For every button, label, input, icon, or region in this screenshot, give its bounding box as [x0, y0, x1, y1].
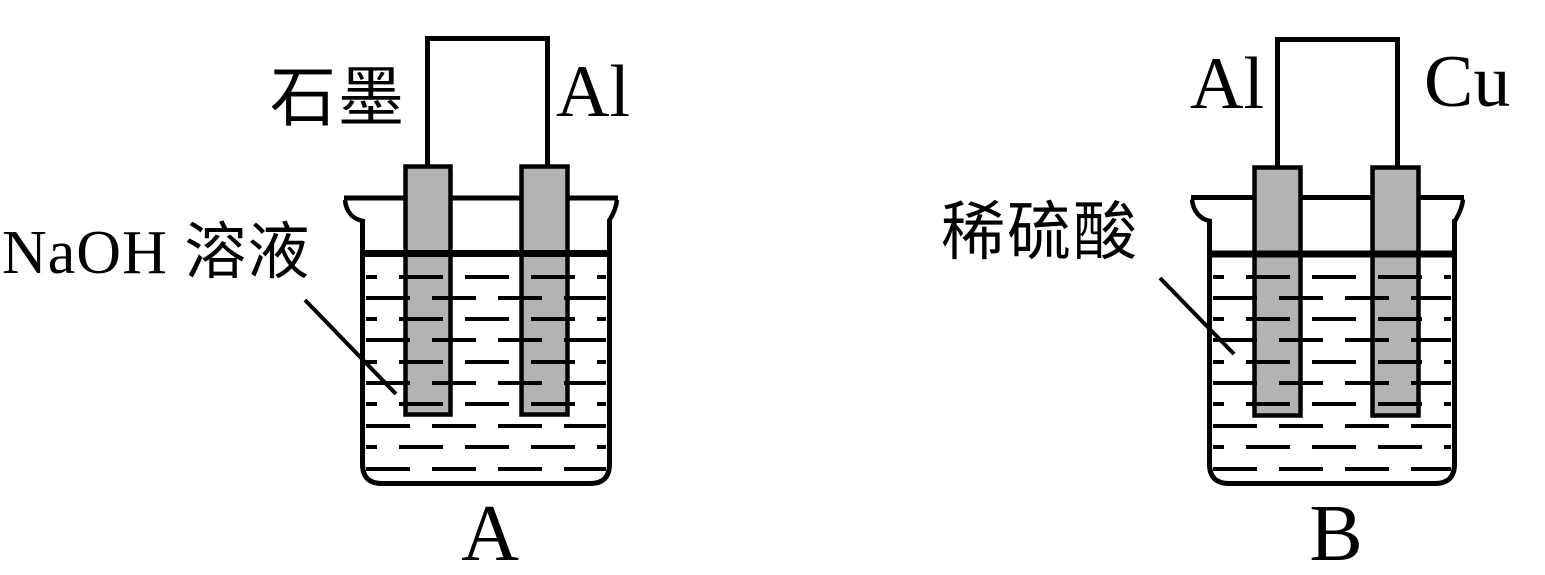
cell-b-drawing	[1158, 37, 1466, 486]
cell-a-solution-label: NaOH 溶液	[2, 219, 311, 287]
cell-a-beaker-lip-left	[342, 199, 364, 224]
cell-b-beaker-body	[1207, 219, 1457, 486]
cell-b-liquid-dashes	[1213, 275, 1451, 471]
cell-a-wire	[425, 36, 550, 167]
cell-a-left-electrode-label: 石墨	[270, 62, 406, 135]
cell-a-liquid-dashes	[366, 275, 606, 471]
cell-a-left-electrode	[403, 164, 453, 417]
cell-a-right-electrode-label: Al	[556, 51, 630, 133]
cell-b-beaker-lip-right	[1452, 199, 1466, 223]
cell-b-left-electrode	[1252, 165, 1303, 418]
cell-b-solution-label: 稀硫酸	[941, 197, 1139, 268]
cell-b-right-electrode	[1370, 165, 1421, 418]
cell-a-beaker-body	[360, 219, 612, 486]
cell-a-drawing	[303, 36, 620, 486]
cell-b-left-electrode-label: Al	[1190, 43, 1264, 125]
cell-a-solution-leader-line	[303, 298, 398, 396]
cell-b-right-electrode-label: Cu	[1424, 41, 1511, 123]
cell-a-caption: A	[461, 490, 519, 575]
cell-b-beaker-lip-left	[1189, 199, 1211, 224]
cell-b-wire	[1275, 37, 1400, 167]
cell-a-right-electrode	[519, 164, 570, 417]
cell-a-beaker-lip-right	[606, 199, 620, 223]
cell-b-solution-leader-line	[1158, 276, 1236, 356]
cell-b-caption: B	[1309, 490, 1363, 575]
